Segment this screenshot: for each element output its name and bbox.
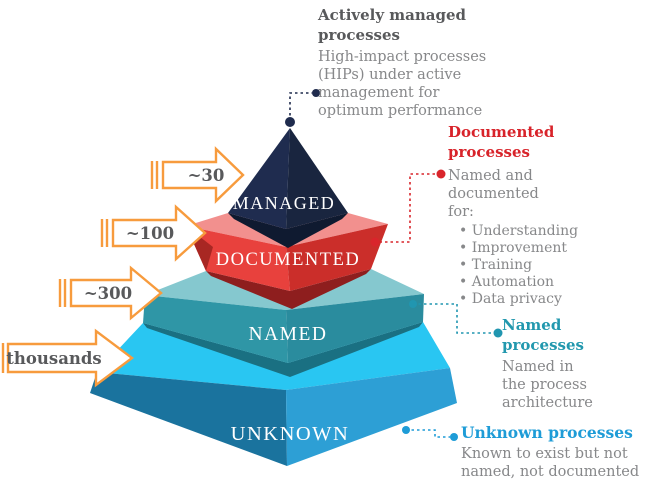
named-right-face — [286, 294, 424, 363]
annotation-documented-bullets: Understanding Improvement Training Autom… — [448, 223, 578, 308]
count-label-unknown: thousands — [6, 349, 101, 368]
managed-bottom-rim — [228, 213, 348, 248]
documented-label: DOCUMENTED — [216, 250, 361, 270]
unknown-right-face — [286, 368, 457, 466]
count-arrow-unknown: thousands — [1, 328, 134, 388]
connector-managed — [285, 89, 320, 127]
documented-right-face — [286, 224, 388, 291]
managed-right-face — [286, 128, 348, 229]
bullet-item: Improvement — [459, 240, 573, 257]
annotation-unknown: Unknown processes Known to exist but not… — [461, 423, 649, 482]
bullet-item: Automation — [459, 274, 573, 291]
annotation-named-title: Named processes — [502, 316, 584, 354]
connector-documented — [370, 169, 446, 247]
count-label-managed: ~30 — [188, 166, 225, 185]
named-bottom-rim — [143, 322, 423, 377]
unknown-left-face — [90, 372, 287, 466]
annotation-managed-title: Actively managed processes — [318, 6, 467, 44]
annotation-managed: Actively managed processes High-impact p… — [318, 6, 490, 120]
documented-bottom-rim — [206, 269, 371, 309]
annotation-unknown-body: Known to exist but not named, not docume… — [461, 446, 640, 481]
connector-named — [409, 300, 503, 338]
count-label-named: ~300 — [84, 284, 132, 303]
count-label-documented: ~100 — [126, 224, 174, 243]
annotation-named-body: Named in the process architecture — [502, 358, 593, 411]
named-left-face — [143, 295, 288, 363]
annotation-unknown-title: Unknown processes — [461, 423, 633, 442]
bullet-item: Training — [459, 257, 573, 274]
annotation-documented-title: Documented processes — [448, 123, 555, 161]
tier-managed — [228, 128, 348, 229]
annotation-documented-intro: Named and documented for: — [448, 167, 539, 220]
documented-left-face — [186, 226, 290, 291]
annotation-documented: Documented processes Named and documente… — [448, 123, 578, 308]
bullet-item: Data privacy — [459, 291, 573, 308]
managed-left-face — [228, 128, 290, 229]
count-arrow-documented: ~100 — [100, 204, 207, 262]
annotation-managed-body: High-impact processes (HIPs) under activ… — [318, 48, 487, 119]
bullet-item: Understanding — [459, 223, 578, 240]
annotation-named: Named processes Named in the process arc… — [502, 316, 604, 413]
unknown-label: UNKNOWN — [231, 423, 350, 445]
count-arrow-managed: ~30 — [150, 146, 245, 204]
named-label: NAMED — [249, 324, 328, 345]
managed-label: MANAGED — [233, 193, 336, 213]
count-arrow-named: ~300 — [58, 265, 163, 321]
connector-unknown — [402, 426, 458, 441]
